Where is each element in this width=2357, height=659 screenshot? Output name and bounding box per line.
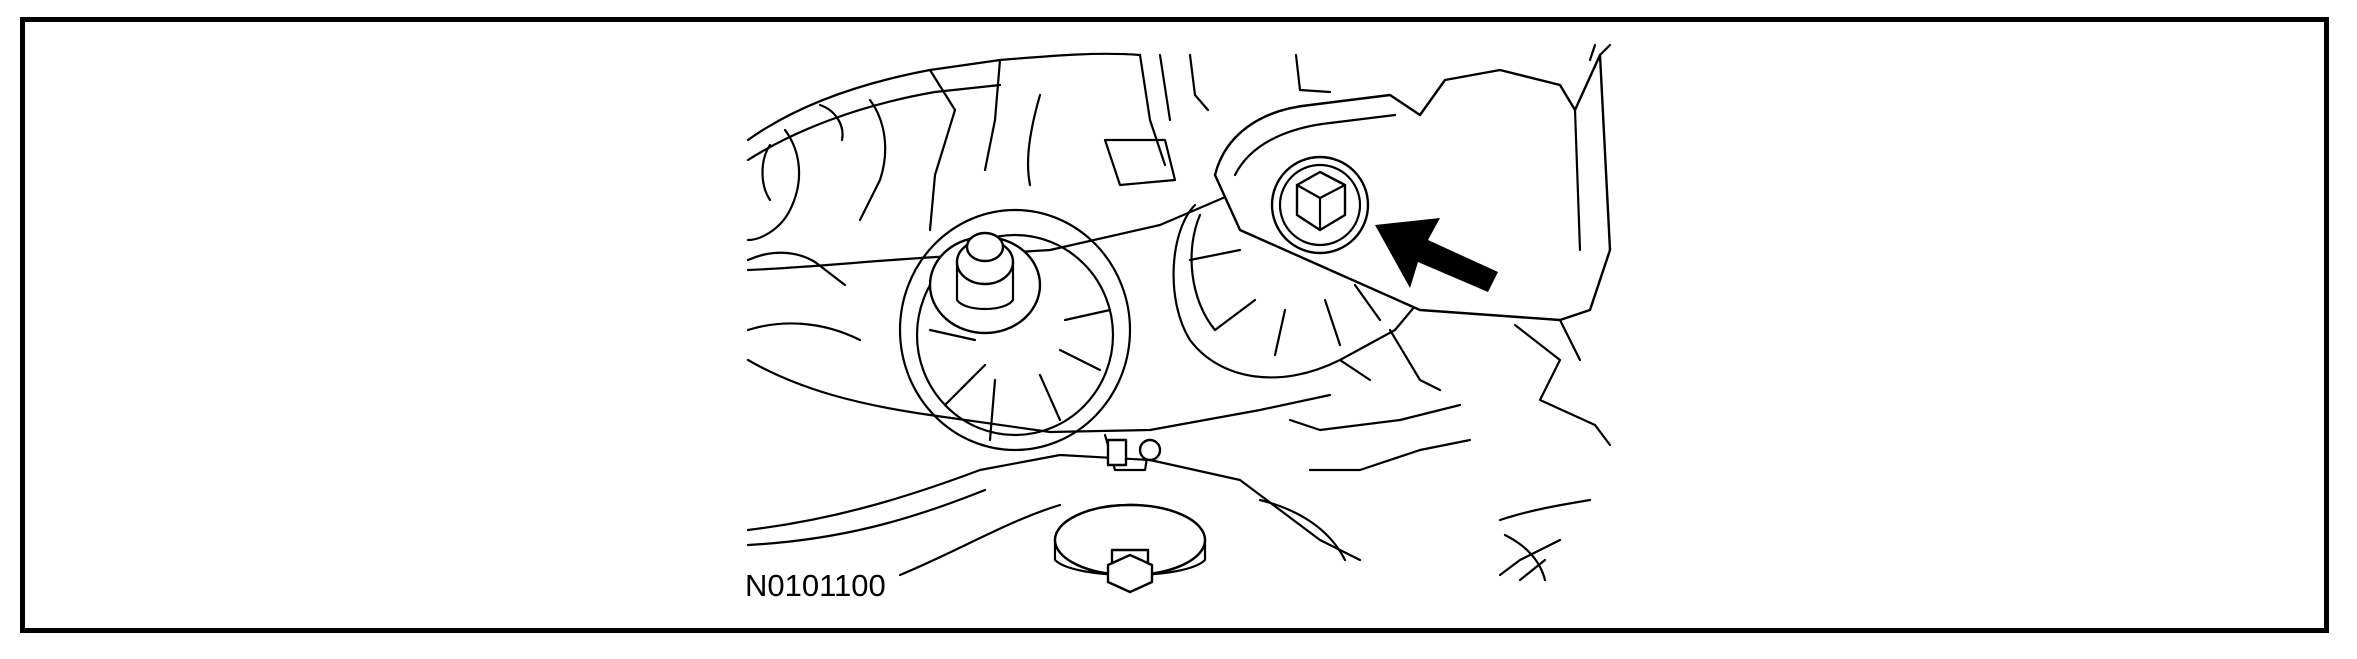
callout-arrow-icon — [1375, 218, 1498, 292]
left-stud — [928, 231, 1042, 335]
figure-id-label: N0101100 — [745, 568, 886, 603]
right-insulator — [1172, 203, 1442, 392]
chassis-outline — [746, 52, 1332, 342]
arm-fastener — [1103, 433, 1162, 472]
bolt — [1270, 155, 1370, 255]
right-side-detail — [1498, 498, 1592, 582]
lower-nut — [1053, 503, 1207, 594]
